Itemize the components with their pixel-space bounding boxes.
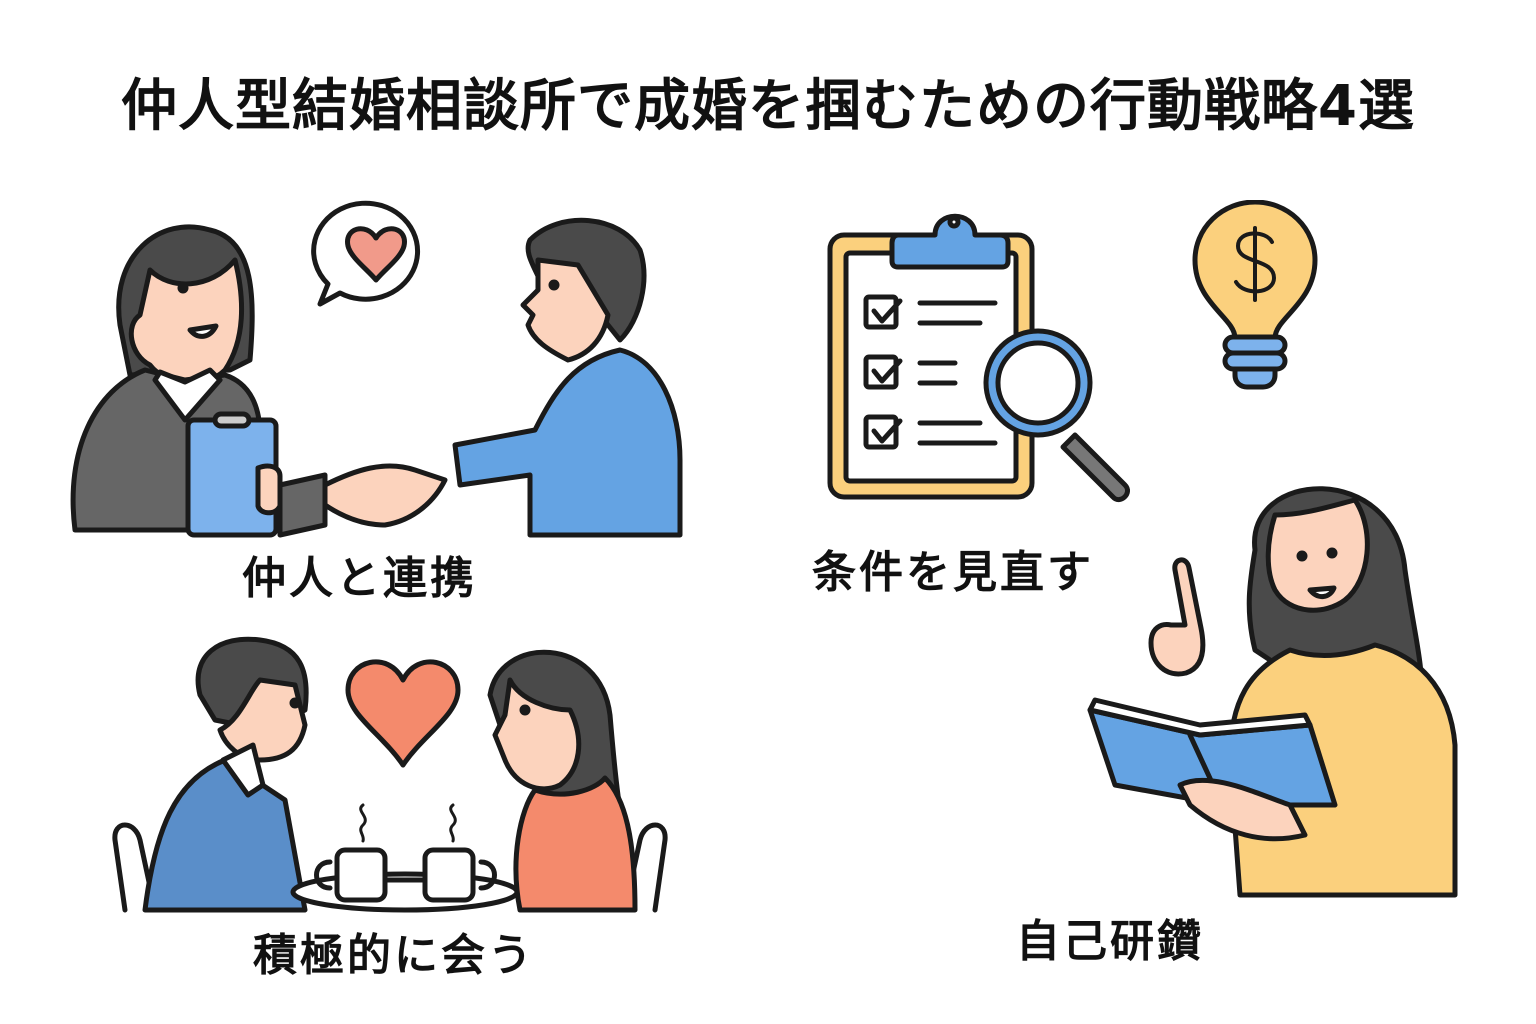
lightbulb-dollar-icon xyxy=(1190,200,1320,390)
heart-icon xyxy=(345,659,461,768)
couple-coffee-date-illustration xyxy=(105,630,695,915)
coffee-cup-icon xyxy=(314,803,388,903)
checkbox-icon xyxy=(863,294,903,330)
matchmaker-handshake-illustration xyxy=(60,200,700,540)
heart-speech-bubble-icon xyxy=(311,200,421,307)
checkbox-icon xyxy=(863,414,903,450)
coffee-cup-icon xyxy=(422,803,497,903)
book-icon xyxy=(1087,697,1338,808)
strategy-label-4: 自己研鑽 xyxy=(1016,916,1204,967)
strategy-label-3: 積極的に会う xyxy=(253,930,535,981)
magnifier-icon xyxy=(983,328,1130,503)
strategy-label-2: 条件を見直す xyxy=(812,547,1094,598)
woman-reading-book-illustration xyxy=(1080,460,1480,905)
clipboard-checklist-illustration xyxy=(820,205,1150,505)
strategy-label-1: 仲人と連携 xyxy=(242,553,477,604)
page-title: 仲人型結婚相談所で成婚を掴むための行動戦略4選 xyxy=(121,74,1415,139)
checkbox-icon xyxy=(863,354,903,390)
